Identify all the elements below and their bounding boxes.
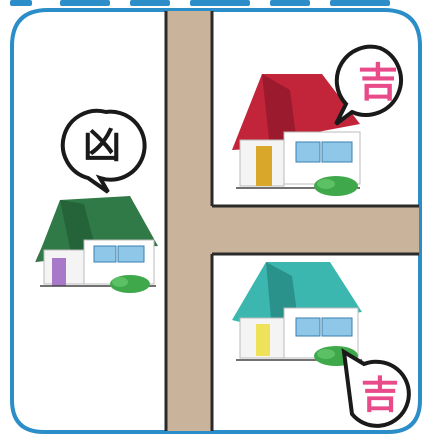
speech-bubble-icon (341, 348, 411, 428)
speech-bubble-icon (60, 108, 147, 194)
cropped-title-fragment (10, 0, 390, 6)
speech-bubble-icon (334, 44, 403, 126)
house-icon (232, 74, 361, 196)
bubble-label-bad: 凶 (83, 123, 121, 167)
house-icon (35, 196, 158, 293)
road-network (164, 11, 419, 431)
speech-bubble-bottom-right: 吉 (341, 348, 411, 428)
bubble-label-good-bottom: 吉 (361, 373, 399, 417)
speech-bubble-left: 凶 (60, 108, 147, 194)
side-road (212, 206, 419, 254)
speech-bubble-top-right: 吉 (334, 44, 403, 126)
vertical-road (166, 11, 212, 431)
bubble-label-good-top: 吉 (358, 60, 398, 106)
